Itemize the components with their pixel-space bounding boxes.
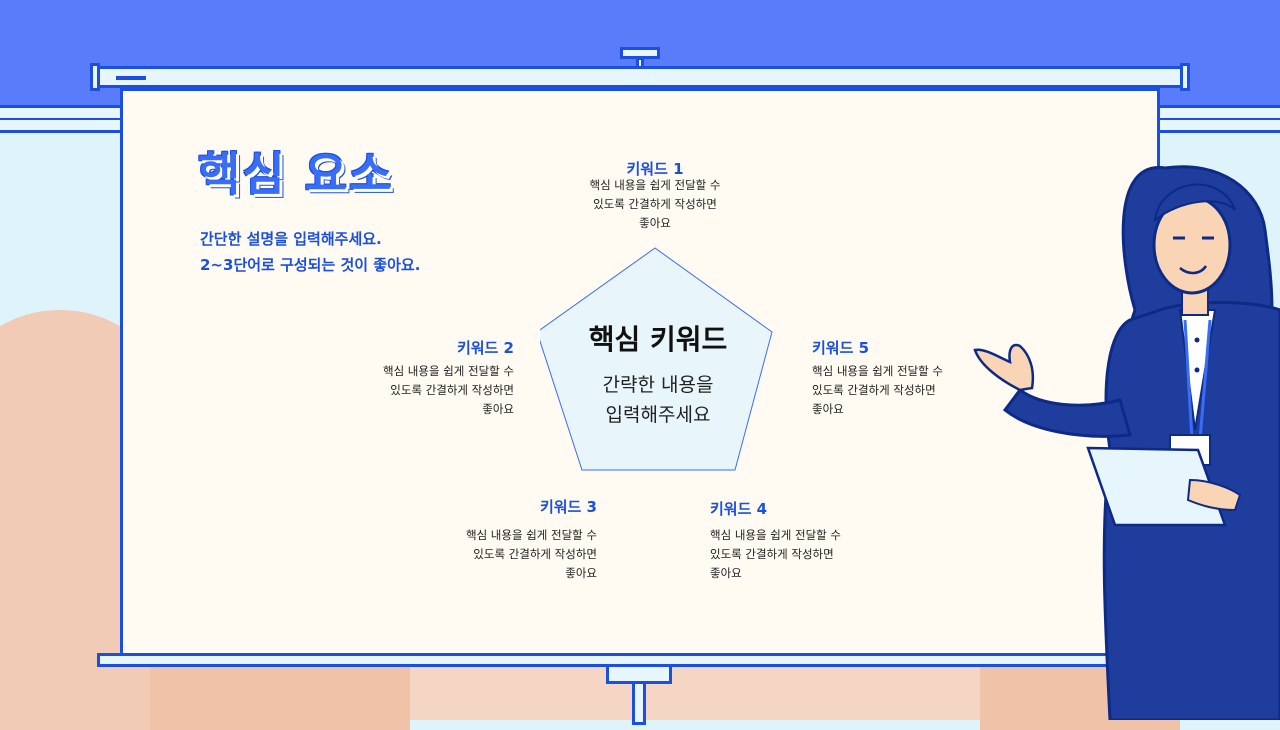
slide-subtitle: 간단한 설명을 입력해주세요. 2~3단어로 구성되는 것이 좋아요. bbox=[200, 230, 421, 274]
keyword-4-description: 핵심 내용을 쉽게 전달할 수 있도록 간결하게 작성하면 좋아요 bbox=[710, 528, 842, 580]
center-keyword-title: 핵심 키워드 bbox=[588, 323, 728, 356]
pentagon-shape bbox=[540, 247, 773, 471]
presenter-illustration bbox=[973, 165, 1280, 720]
keyword-1-title: 키워드 1 bbox=[626, 160, 684, 178]
keyword-5-description: 핵심 내용을 쉽게 전달할 수 있도록 간결하게 작성하면 좋아요 bbox=[812, 364, 944, 416]
keyword-3-title: 키워드 3 bbox=[539, 498, 597, 516]
keyword-3-description: 핵심 내용을 쉽게 전달할 수 있도록 간결하게 작성하면 좋아요 bbox=[465, 528, 597, 580]
keyword-5-title: 키워드 5 bbox=[812, 339, 870, 357]
slide-title: 핵심 요소 bbox=[198, 147, 394, 201]
keyword-2-description: 핵심 내용을 쉽게 전달할 수 있도록 간결하게 작성하면 좋아요 bbox=[382, 364, 514, 416]
keyword-2-title: 키워드 2 bbox=[456, 339, 514, 357]
screen-roller bbox=[90, 63, 1190, 91]
keyword-4-title: 키워드 4 bbox=[710, 500, 768, 518]
keyword-1-description: 핵심 내용을 쉽게 전달할 수 있도록 간결하게 작성하면 좋아요 bbox=[589, 178, 721, 230]
screen-hook bbox=[620, 47, 660, 59]
center-keyword-description: 간략한 내용을 입력해주세요 bbox=[602, 374, 714, 426]
